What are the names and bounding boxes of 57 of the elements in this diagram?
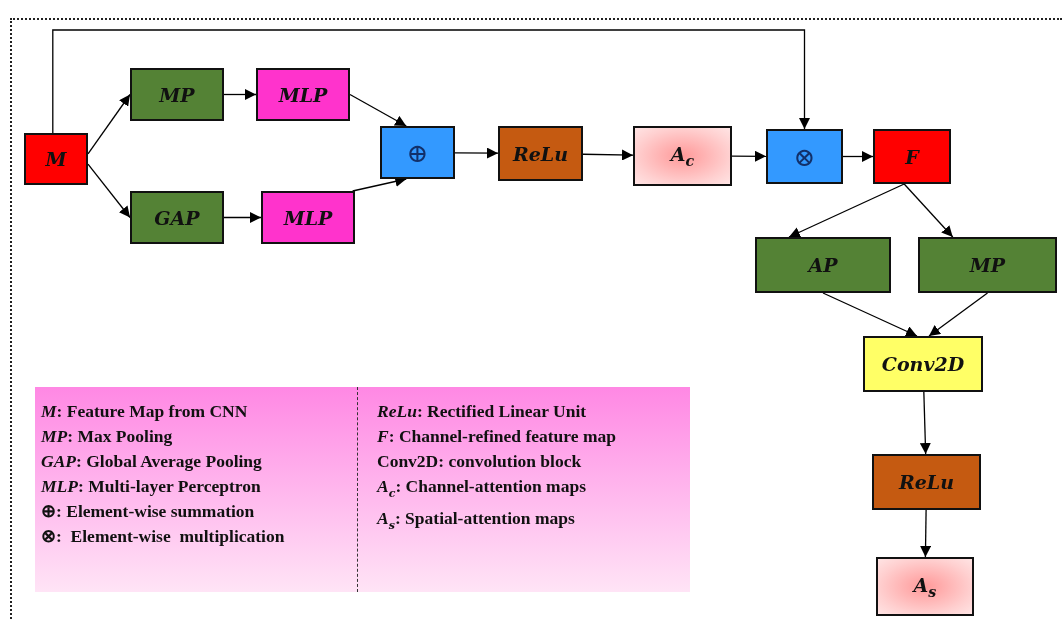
arrow	[52, 29, 810, 134]
arrow	[582, 149, 634, 161]
arrow	[822, 292, 918, 337]
arrow	[788, 183, 905, 238]
operator-symbol: ⊕	[406, 137, 429, 168]
legend-entry: ReLu: Rectified Linear Unit	[377, 400, 588, 423]
arrow	[928, 292, 989, 337]
operator-box	[380, 126, 455, 179]
arrow	[454, 147, 499, 159]
node-label: MLP	[278, 83, 328, 106]
arrow	[731, 150, 767, 162]
node-label: AP	[808, 254, 838, 276]
node-label: Conv2D	[881, 353, 965, 375]
process-box	[633, 126, 732, 186]
node-label: MLP	[283, 206, 333, 229]
node-label: MP	[159, 83, 195, 106]
process-box	[130, 68, 224, 121]
process-box	[261, 191, 355, 244]
arrow	[87, 93, 131, 155]
node-label: GAP	[154, 206, 200, 229]
node-label: ReLu	[898, 471, 955, 493]
legend-entry: F: Channel-refined feature map	[377, 425, 616, 448]
legend-entry: A$_{c}$: Channel-attention maps	[377, 475, 587, 502]
operator-symbol: ⊗	[793, 141, 816, 172]
node-label: MP	[969, 254, 1006, 276]
arrow	[842, 151, 874, 162]
arrow	[223, 212, 262, 223]
arrow	[223, 89, 257, 100]
legend-entry: MLP: Multi-layer Perceptron	[41, 475, 262, 498]
process-box	[918, 237, 1057, 293]
node-label: M	[45, 148, 67, 170]
legend-entry: ⊗: Element-wise multiplication	[41, 525, 285, 548]
node-label: A$_{c}$	[670, 143, 695, 169]
process-box	[24, 133, 88, 185]
legend-entry: Conv2D: convolution block	[377, 450, 583, 473]
operator-box	[766, 129, 843, 184]
legend-entry: GAP: Global Average Pooling	[41, 450, 263, 473]
arrow	[349, 93, 407, 127]
process-box	[876, 557, 974, 616]
arrow	[87, 163, 131, 219]
process-box	[498, 126, 583, 181]
process-box	[755, 237, 891, 293]
node-label: A$_{s}$	[913, 573, 937, 600]
arrow	[919, 391, 931, 455]
process-box	[873, 129, 951, 184]
arrow	[903, 183, 954, 238]
legend-entry: MP: Max Pooling	[41, 425, 174, 448]
legend-entry: ⊕: Element-wise summation	[41, 500, 256, 523]
legend-entry: M: Feature Map from CNN	[41, 400, 249, 423]
node-label: F	[905, 145, 919, 168]
process-box	[872, 454, 981, 510]
process-box	[863, 336, 983, 392]
process-box	[256, 68, 350, 121]
node-label: ReLu	[512, 142, 569, 165]
process-box	[130, 191, 224, 244]
arrow	[920, 509, 932, 558]
legend-entry: A$_{s}$: Spatial-attention maps	[377, 506, 576, 533]
